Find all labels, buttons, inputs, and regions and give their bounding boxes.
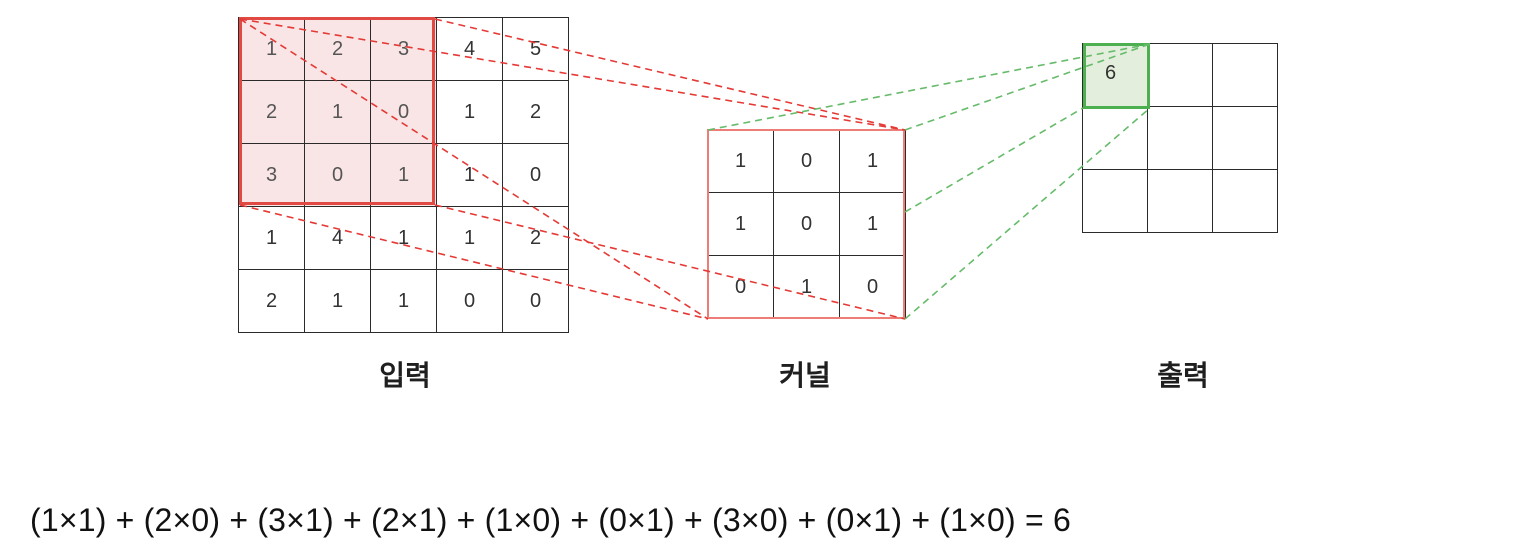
input-cell: 1 — [304, 80, 371, 144]
green-connector-line — [904, 43, 1151, 131]
input-cell: 0 — [502, 269, 569, 333]
output-cell: 6 — [1082, 43, 1148, 107]
red-connector-line — [239, 18, 906, 131]
green-connector-line — [904, 107, 1151, 320]
output-matrix: 6 — [1082, 43, 1278, 233]
input-cell: 2 — [238, 80, 305, 144]
formula: (1×1) + (2×0) + (3×1) + (2×1) + (1×0) + … — [30, 502, 1071, 538]
red-connector-line — [239, 18, 709, 320]
kernel-caption: 커널 — [779, 359, 831, 392]
input-cell: 3 — [238, 143, 305, 207]
input-caption: 입력 — [379, 359, 431, 392]
red-connector-line — [239, 204, 709, 320]
red-connector-line — [434, 18, 906, 131]
output-caption: 출력 — [1157, 359, 1209, 392]
input-cell: 2 — [304, 17, 371, 81]
output-cell — [1212, 169, 1278, 233]
green-connector-line — [707, 43, 1151, 131]
red-connector-line — [434, 204, 906, 320]
green-connector-line — [904, 107, 1084, 213]
input-cell: 0 — [304, 143, 371, 207]
